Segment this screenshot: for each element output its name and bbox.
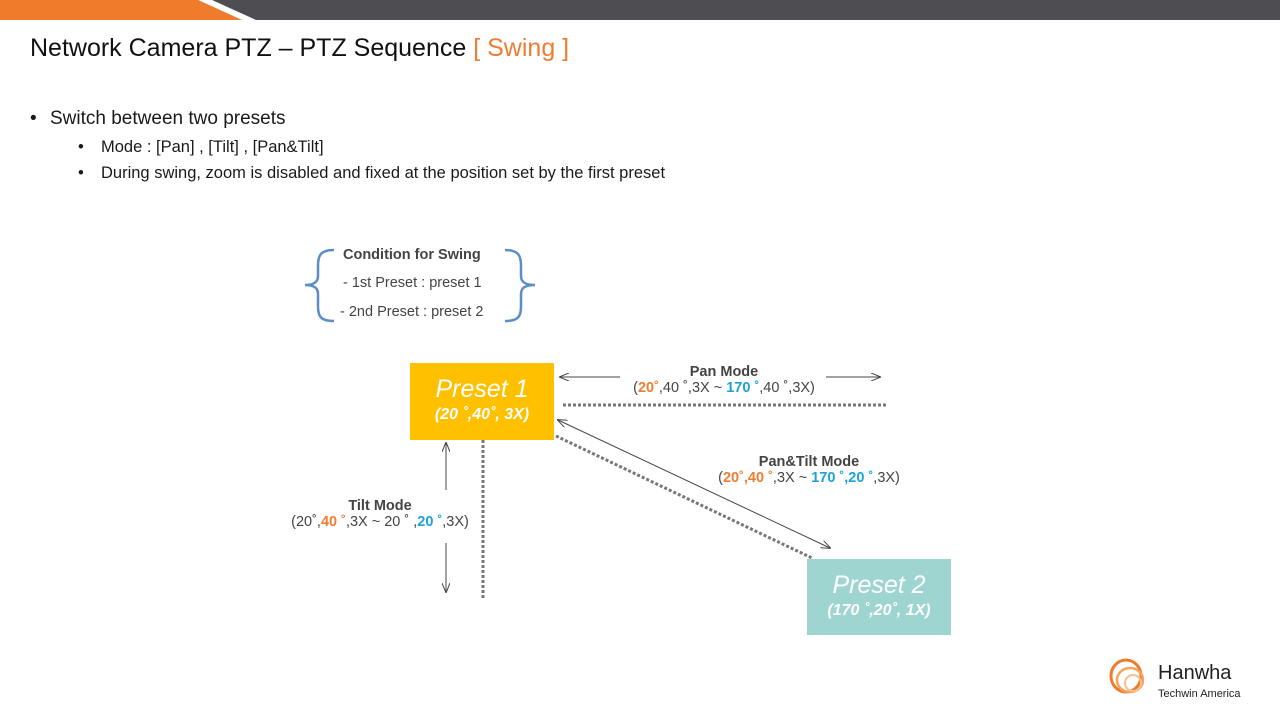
preset-1-position: (20 ˚,40˚, 3X): [434, 406, 530, 423]
condition-line-1: - 1st Preset : preset 1: [343, 275, 482, 291]
pantilt-dotted-path: [555, 434, 813, 560]
page-title: Network Camera PTZ – PTZ Sequence [ Swin…: [30, 34, 569, 63]
pantilt-mode-title: Pan&Tilt Mode: [758, 454, 860, 470]
preset-2-box: Preset 2 (170 ˚,20˚, 1X): [807, 559, 951, 635]
bullet-sub-2-text: During swing, zoom is disabled and fixed…: [101, 164, 666, 182]
pantilt-mode-range: (20˚,40 ˚,3X ~ 170 ˚,20 ˚,3X): [718, 470, 900, 486]
pantilt-arrow: [558, 420, 830, 548]
logo-name: Hanwha: [1158, 662, 1232, 684]
pan-mode-label: Pan Mode (20˚,40 ˚,3X ~ 170 ˚,40 ˚,3X): [600, 364, 848, 396]
preset-2-position: (170 ˚,20˚, 1X): [827, 602, 931, 619]
preset-1-box: Preset 1 (20 ˚,40˚, 3X): [410, 363, 554, 440]
bullet-main-text: Switch between two presets: [50, 108, 286, 129]
page-title-main: Network Camera PTZ – PTZ Sequence: [30, 34, 467, 62]
preset-2-name: Preset 2: [832, 571, 926, 599]
tilt-mode-title: Tilt Mode: [348, 498, 412, 514]
bullet-sub-1-text: Mode : [Pan] , [Tilt] , [Pan&Tilt]: [101, 138, 324, 156]
right-brace: [504, 248, 536, 323]
page-title-accent: [ Swing ]: [473, 34, 570, 62]
tilt-mode-range: (20˚,40 ˚,3X ~ 20 ˚ ,20 ˚,3X): [291, 514, 469, 530]
bullet-sub-2: •During swing, zoom is disabled and fixe…: [78, 164, 666, 182]
preset-1-name: Preset 1: [435, 375, 529, 403]
pantilt-mode-label: Pan&Tilt Mode (20˚,40 ˚,3X ~ 170 ˚,20 ˚,…: [698, 454, 920, 486]
top-banner: [0, 0, 1280, 20]
bullet-main: •Switch between two presets: [30, 108, 286, 129]
tilt-mode-label: Tilt Mode (20˚,40 ˚,3X ~ 20 ˚ ,20 ˚,3X): [274, 498, 486, 530]
pan-mode-range: (20˚,40 ˚,3X ~ 170 ˚,40 ˚,3X): [633, 380, 815, 396]
hanwha-logo-icon: [1109, 658, 1145, 694]
bullet-sub-1: •Mode : [Pan] , [Tilt] , [Pan&Tilt]: [78, 138, 324, 156]
logo-subtitle: Techwin America: [1158, 688, 1241, 700]
left-brace: [304, 248, 335, 323]
condition-heading: Condition for Swing: [343, 247, 481, 263]
condition-line-2: - 2nd Preset : preset 2: [340, 304, 484, 320]
pan-mode-title: Pan Mode: [689, 364, 759, 380]
